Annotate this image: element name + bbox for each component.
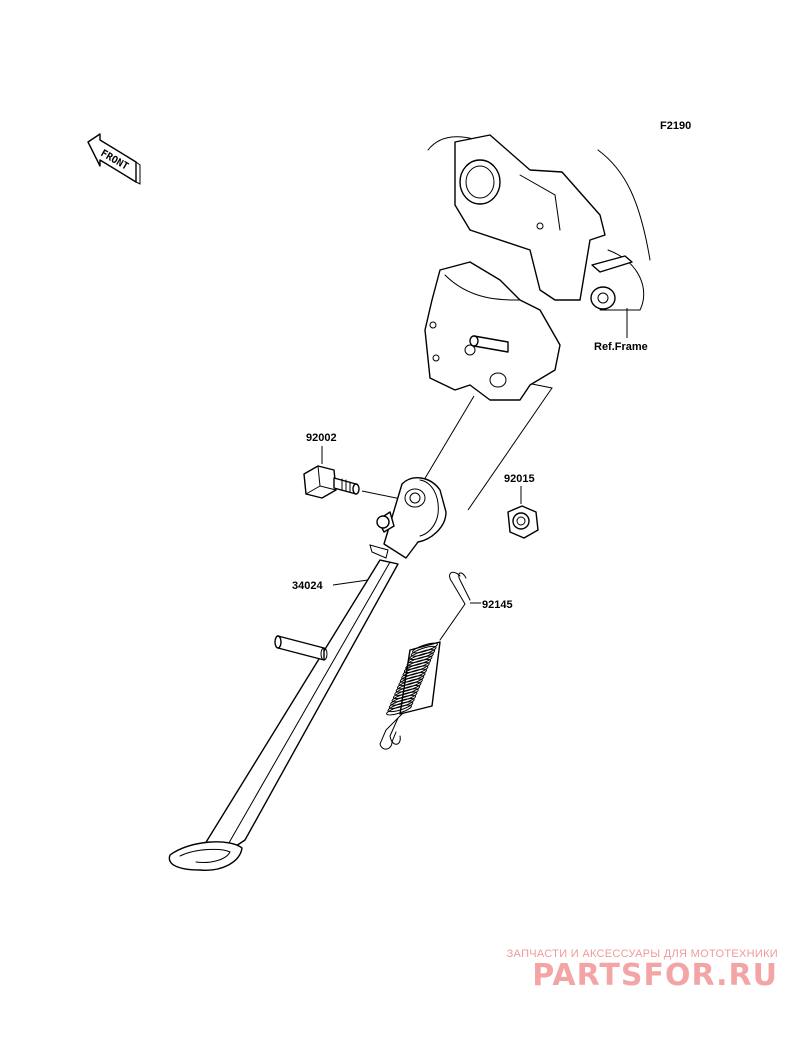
part-number-92145: 92145: [482, 599, 513, 611]
front-arrow-icon: FRONT: [87, 133, 141, 185]
part-number-92015: 92015: [504, 473, 535, 485]
frame-drawing: [424, 134, 651, 401]
spring-92145-drawing: [379, 571, 471, 750]
side-stand-34024-drawing: [168, 477, 447, 871]
watermark-brand: PARTSFOR.RU: [532, 958, 778, 993]
bolt-92002-drawing: [303, 465, 360, 499]
watermark-subtitle: ЗАПЧАСТИ И АКСЕССУАРЫ ДЛЯ МОТОТЕХНИКИ: [506, 948, 778, 960]
part-number-34024: 34024: [292, 580, 323, 592]
spring-coil: [387, 701, 414, 713]
leader-34024: [332, 579, 369, 586]
nut-92015-drawing: [507, 505, 539, 539]
watermark: ЗАПЧАСТИ И АКСЕССУАРЫ ДЛЯ МОТОТЕХНИКИ PA…: [468, 948, 778, 992]
pivot-guide-line: [423, 395, 475, 481]
part-number-92002: 92002: [306, 432, 337, 444]
diagram-code: F2190: [660, 120, 691, 132]
nut-guide-line: [467, 383, 553, 511]
spring-coil: [386, 704, 412, 716]
ref-frame-label: Ref.Frame: [594, 341, 648, 353]
